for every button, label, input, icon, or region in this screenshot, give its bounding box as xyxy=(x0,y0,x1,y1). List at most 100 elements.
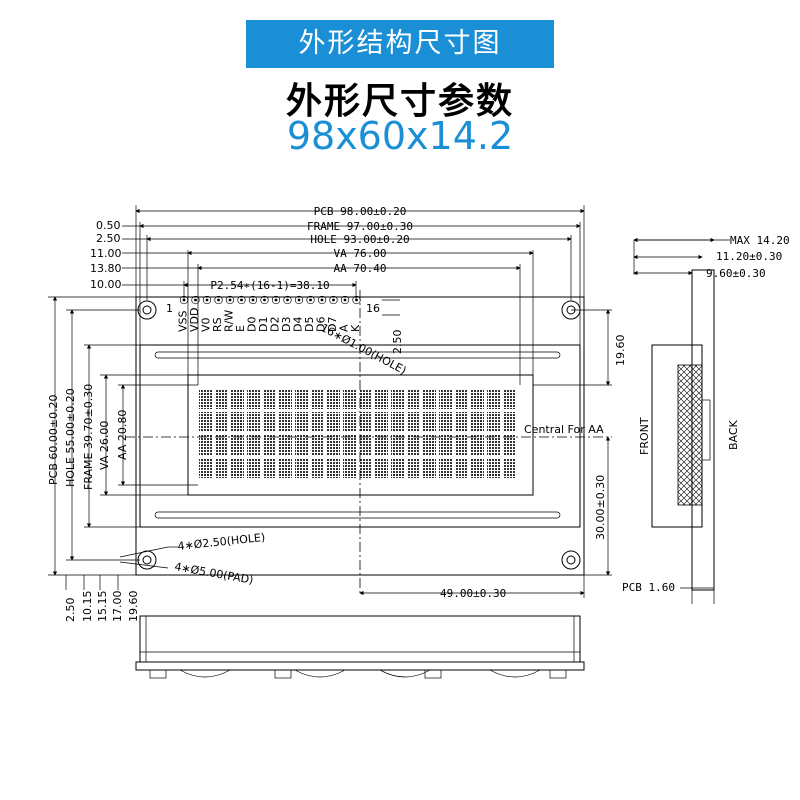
lcd-char-cell xyxy=(391,412,404,432)
lcd-char-cell xyxy=(423,389,436,409)
lcd-char-cell xyxy=(503,389,516,409)
lcd-char-cell xyxy=(295,435,308,455)
lcd-char-cell xyxy=(311,412,324,432)
pin-label: D0 xyxy=(246,317,259,332)
pin-hole xyxy=(228,298,232,302)
offset-4: 10.00 xyxy=(90,278,122,291)
pin-hole xyxy=(286,298,289,302)
lcd-char-cell xyxy=(375,458,388,478)
pin-first-label: 1 xyxy=(166,302,173,315)
pin-label: VSS xyxy=(177,310,190,332)
pin-pad xyxy=(352,295,361,305)
lcd-char-cell xyxy=(439,458,452,478)
pin-label: D4 xyxy=(292,317,305,332)
lcd-char-cell xyxy=(247,458,260,478)
lcd-char-cell xyxy=(295,458,308,478)
lcd-char-cell xyxy=(247,412,260,432)
lcd-char-cell xyxy=(279,412,292,432)
lcd-char-cell xyxy=(359,412,372,432)
pin-pad xyxy=(191,295,200,305)
bottom-view xyxy=(135,615,585,679)
lcd-char-cell xyxy=(327,412,340,432)
dim-hole-width: HOLE 93.00±0.20 xyxy=(310,233,409,246)
lcd-char-cell xyxy=(471,412,484,432)
pin-pad xyxy=(260,295,269,305)
bottom-offset-4: 19.60 xyxy=(127,591,140,623)
lcd-char-cell xyxy=(391,458,404,478)
side-d1: 11.20±0.30 xyxy=(716,250,782,263)
lcd-char-cell xyxy=(487,389,500,409)
lcd-char-cell xyxy=(343,458,356,478)
lcd-char-cell xyxy=(199,435,212,455)
bottom-offset-1: 10.15 xyxy=(81,591,94,623)
pin-spacing: 2.50 xyxy=(391,330,404,355)
lcd-char-cell xyxy=(215,458,228,478)
lcd-char-cell xyxy=(199,458,212,478)
lcd-char-cell xyxy=(311,389,324,409)
dim-bottom-width: 49.00±0.30 xyxy=(440,587,506,600)
lcd-char-cell xyxy=(423,412,436,432)
lcd-char-cell xyxy=(391,389,404,409)
lcd-char-cell xyxy=(375,435,388,455)
pin-label: K xyxy=(349,324,362,332)
lcd-char-cell xyxy=(247,435,260,455)
pin-label: E xyxy=(234,325,247,332)
lcd-char-cell xyxy=(455,435,468,455)
lcd-char-cell xyxy=(311,435,324,455)
bottom-offset-3: 17.00 xyxy=(111,591,124,623)
side-view: FRONT BACK MAX 14.20 11.20±0.30 9.60±0.3… xyxy=(622,234,790,604)
lcd-char-cell xyxy=(487,435,500,455)
side-d2: 9.60±0.30 xyxy=(706,267,766,280)
lcd-char-cell xyxy=(247,389,260,409)
dim-pin-pitch: P2.54∗(16-1)=38.10 xyxy=(210,279,329,292)
lcd-char-cell xyxy=(311,458,324,478)
lcd-char-cell xyxy=(471,435,484,455)
pin-hole xyxy=(205,298,209,302)
lcd-char-cell xyxy=(231,458,244,478)
lcd-char-cell xyxy=(423,435,436,455)
offset-3: 13.80 xyxy=(90,262,122,275)
va-window xyxy=(187,374,534,496)
pin-pad xyxy=(317,295,327,305)
pin-pad xyxy=(214,295,223,305)
side-pcb: PCB 1.60 xyxy=(622,581,675,594)
side-max: MAX 14.20 xyxy=(730,234,790,247)
pin-hole xyxy=(251,298,255,302)
pin-label: V0 xyxy=(200,317,213,332)
dim-frame-width: FRAME 97.00±0.30 xyxy=(307,220,413,233)
pin-last-label: 16 xyxy=(366,302,380,315)
bottom-rail xyxy=(154,511,561,519)
lcd-char-cell xyxy=(503,458,516,478)
lcd-char-cell xyxy=(263,389,276,409)
lcd-char-cell xyxy=(279,435,292,455)
lcd-char-cell xyxy=(455,412,468,432)
lcd-char-cell xyxy=(327,458,340,478)
side-back-label: BACK xyxy=(727,419,740,450)
pin-label: D2 xyxy=(269,317,282,332)
lcd-char-cell xyxy=(423,458,436,478)
dim-pcb-height: PCB 60.00±0.20 xyxy=(47,394,60,485)
lcd-char-cell xyxy=(343,389,356,409)
lcd-char-cell xyxy=(295,412,308,432)
character-grid xyxy=(199,389,516,478)
lcd-char-cell xyxy=(375,412,388,432)
pin-hole xyxy=(297,298,301,302)
top-rail xyxy=(154,351,561,359)
pin-label: D5 xyxy=(303,317,316,332)
subtitle: 外形尺寸参数 xyxy=(285,81,514,122)
pin-pad xyxy=(248,295,258,305)
lcd-char-cell xyxy=(439,412,452,432)
lcd-char-cell xyxy=(231,435,244,455)
lcd-char-cell xyxy=(471,389,484,409)
lcd-char-cell xyxy=(359,435,372,455)
lcd-char-cell xyxy=(503,435,516,455)
lcd-char-cell xyxy=(215,412,228,432)
pin-label: A xyxy=(338,324,351,332)
vertical-dimensions: PCB 60.00±0.20 HOLE 55.00±0.20 FRAME 39.… xyxy=(47,296,198,623)
lcd-char-cell xyxy=(487,458,500,478)
pin-pad xyxy=(271,295,281,305)
lcd-char-cell xyxy=(279,458,292,478)
pin-pad xyxy=(329,295,338,305)
